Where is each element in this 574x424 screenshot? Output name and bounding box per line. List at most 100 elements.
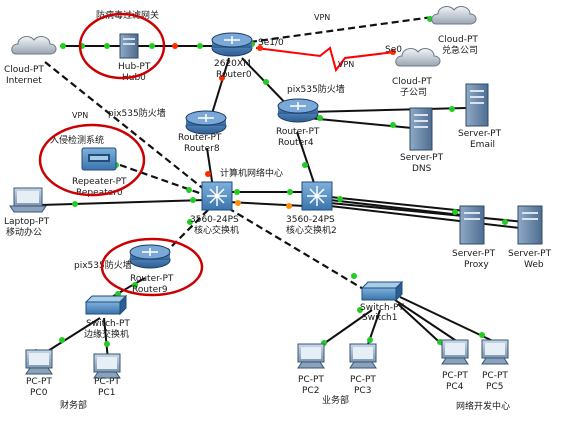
device-type-label: Hub-PT xyxy=(118,62,151,72)
link-core2-server-a[interactable] xyxy=(329,196,476,213)
server-icon xyxy=(409,107,433,151)
laptop[interactable]: Laptop-PT 移动办公 xyxy=(4,187,50,238)
router4[interactable]: Router-PT Router4 xyxy=(276,98,320,148)
edge-switch[interactable]: Switch-PT 边缘交换机 xyxy=(84,294,130,340)
repeater-name-label: Repeater0 xyxy=(76,188,123,198)
device-type-label: PC-PT xyxy=(482,371,508,381)
link-core2-server-c[interactable] xyxy=(329,202,526,223)
link-core2-server-b[interactable] xyxy=(329,199,471,217)
link-router4-core2[interactable] xyxy=(296,131,316,187)
device-name-label: 核心交换机 xyxy=(194,224,239,236)
repeater-type-label: Repeater-PT xyxy=(72,177,127,187)
se-port-0-label: Se0 xyxy=(385,45,402,55)
devcenter-dept-label: 网络开发中心 xyxy=(456,400,510,412)
server-dns[interactable]: Server-PT DNS xyxy=(400,107,444,174)
se-port-1-label: Se1/0 xyxy=(258,38,284,48)
pc1[interactable]: PC-PT PC1 xyxy=(93,353,121,398)
device-type-label: Server-PT xyxy=(508,249,552,259)
device-type-label: Server-PT xyxy=(400,153,444,163)
device-name-label: Router9 xyxy=(132,285,168,295)
device-type-label: 3560-24PS xyxy=(286,215,335,225)
hub-icon xyxy=(119,33,139,59)
server-icon xyxy=(517,205,543,245)
device-type-label: Laptop-PT xyxy=(4,217,50,227)
pc0[interactable]: PC-PT PC0 xyxy=(25,349,53,398)
server-icon xyxy=(459,205,485,245)
link-router8-core1[interactable] xyxy=(206,147,214,189)
device-name-label: 边缘交换机 xyxy=(84,328,129,340)
device-name-label: Proxy xyxy=(464,260,489,270)
device-type-label: PC-PT xyxy=(298,375,324,385)
device-name-label: 核心交换机2 xyxy=(286,224,337,236)
finance-dept-label: 财务部 xyxy=(60,399,87,411)
server-proxy[interactable]: Server-PT Proxy xyxy=(452,205,496,270)
core-switch-1[interactable]: 3560-24PS 核心交换机 xyxy=(190,181,239,236)
device-type-label: Router-PT xyxy=(178,133,222,143)
router8[interactable]: Router-PT Router8 xyxy=(178,110,227,154)
device-name-label: PC2 xyxy=(302,386,319,396)
link-router4-email[interactable] xyxy=(307,107,467,113)
repeater0[interactable] xyxy=(81,147,117,171)
switch1[interactable]: Switch-PT Switch1 xyxy=(360,280,404,323)
device-name-label: Web xyxy=(524,260,544,270)
device-name-label: Router4 xyxy=(278,138,314,148)
device-name-label: Router0 xyxy=(216,70,252,80)
device-name-label: 子公司 xyxy=(400,87,427,98)
device-name-label: Email xyxy=(470,140,495,150)
device-type-label: Router-PT xyxy=(130,274,174,284)
link-router4-dns[interactable] xyxy=(307,117,413,129)
switch-icon xyxy=(360,281,404,289)
core-switch-2[interactable]: 3560-24PS 核心交换机2 xyxy=(286,181,337,236)
link-laptop-core1[interactable] xyxy=(39,199,206,206)
pc2[interactable]: PC-PT PC2 xyxy=(297,343,325,396)
cloud-icon xyxy=(11,36,57,55)
pix-firewall-label-1: pix535防火墙 xyxy=(287,83,345,95)
router0[interactable]: 2620XM Router0 xyxy=(211,32,253,80)
device-type-label: Cloud-PT xyxy=(438,35,478,45)
vpn-mid-label: VPN xyxy=(338,60,354,69)
vpn-top-label: VPN xyxy=(314,13,330,22)
device-name-label: PC5 xyxy=(486,382,503,392)
server-icon xyxy=(465,83,489,127)
device-type-label: Router-PT xyxy=(276,127,320,137)
device-type-label: 2620XM xyxy=(214,59,251,69)
router9[interactable]: Router-PT Router9 xyxy=(129,244,174,295)
business-dept-label: 业务部 xyxy=(322,394,349,406)
pc5[interactable]: PC-PT PC5 xyxy=(481,339,509,392)
link-router0-cloudemerg[interactable] xyxy=(249,14,441,44)
device-type-label: PC-PT xyxy=(442,371,468,381)
link-internet-core1[interactable] xyxy=(44,61,206,191)
cloud-icon xyxy=(431,6,477,25)
server-web[interactable]: Server-PT Web xyxy=(508,205,552,270)
net-center-label: 计算机网络中心 xyxy=(220,167,283,179)
switch-icon xyxy=(84,295,128,303)
wan-serial-link[interactable] xyxy=(255,46,396,73)
cloud-internet[interactable]: Cloud-PT Internet xyxy=(4,36,57,86)
device-name-label: 移动办公 xyxy=(6,226,42,238)
device-name-label: PC3 xyxy=(354,386,371,396)
link-edge-pc1[interactable] xyxy=(103,317,109,361)
device-type-label: Cloud-PT xyxy=(4,65,44,75)
device-name-label: Internet xyxy=(6,76,42,86)
device-type-label: Switch-PT xyxy=(360,303,404,313)
link-core1-switch1[interactable] xyxy=(227,207,371,294)
link-switch1-pc4[interactable] xyxy=(394,299,459,343)
device-name-label: 兑急公司 xyxy=(442,44,478,56)
cloud-branch[interactable]: Cloud-PT 子公司 xyxy=(392,48,441,98)
link-core2-server-d[interactable] xyxy=(329,205,521,229)
device-type-label: PC-PT xyxy=(94,377,120,387)
pix-firewall-label-2: pix535防火墙 xyxy=(108,107,166,119)
ids-system-label: 入侵检测系统 xyxy=(50,134,104,146)
vpn-left-label: VPN xyxy=(72,111,88,120)
server-email[interactable]: Server-PT Email xyxy=(458,83,502,150)
cloud-emergency[interactable]: Cloud-PT 兑急公司 xyxy=(431,6,479,56)
device-name-label: PC1 xyxy=(98,388,115,398)
device-name-label: DNS xyxy=(412,164,432,174)
cloud-icon xyxy=(395,48,441,67)
device-name-label: Switch1 xyxy=(362,313,397,323)
pc3[interactable]: PC-PT PC3 xyxy=(349,343,377,396)
device-type-label: 3560-24PS xyxy=(190,215,239,225)
link-switch1-pc3[interactable] xyxy=(365,309,381,351)
link-repeater-core1[interactable] xyxy=(119,163,206,197)
pc4[interactable]: PC-PT PC4 xyxy=(441,339,469,392)
